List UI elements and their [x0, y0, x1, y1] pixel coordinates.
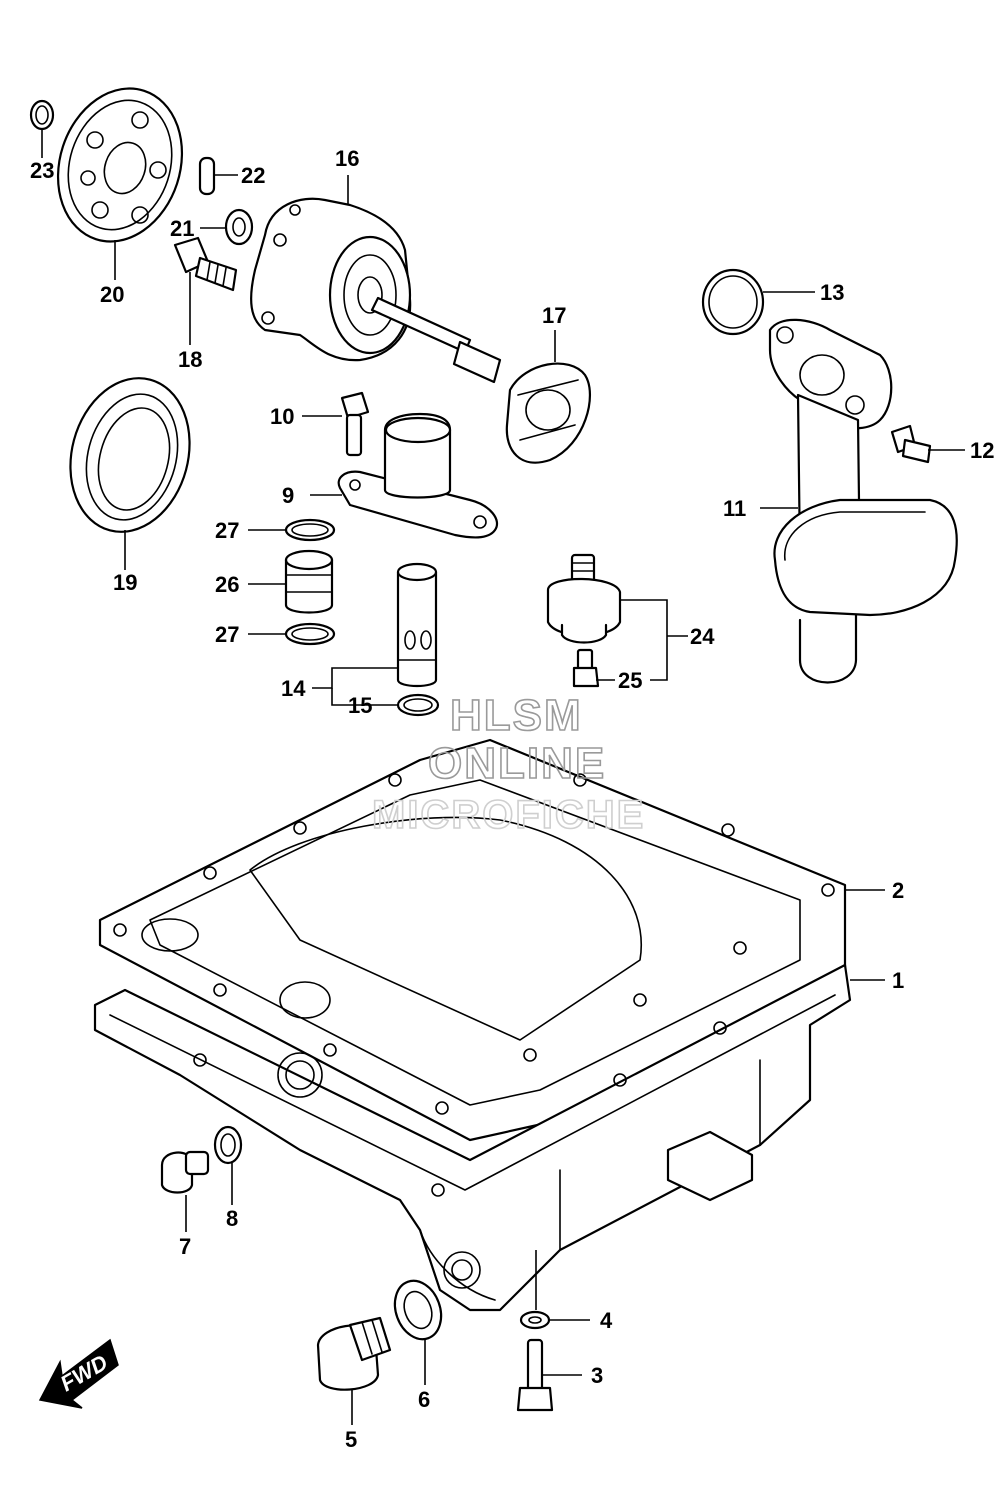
watermark-line-3: MICROFICHE	[372, 793, 645, 837]
callout-27-upper[interactable]: 27	[215, 518, 239, 543]
part-14-relief-valve[interactable]	[396, 562, 438, 688]
fwd-direction-arrow: FWD	[38, 1338, 119, 1409]
part-20-sprocket[interactable]	[39, 72, 201, 257]
part-6-gasket[interactable]	[387, 1274, 449, 1345]
callout-8[interactable]: 8	[226, 1206, 238, 1231]
callout-7[interactable]: 7	[179, 1234, 191, 1259]
part-12-bolt[interactable]	[890, 424, 932, 464]
part-18-bolt[interactable]	[173, 236, 238, 292]
callout-26[interactable]: 26	[215, 572, 239, 597]
callout-9[interactable]: 9	[282, 483, 294, 508]
part-23-circlip[interactable]	[29, 99, 55, 131]
part-10-bolt[interactable]	[340, 391, 370, 457]
part-27-o-ring-upper[interactable]	[284, 518, 336, 542]
watermark: HLSM ONLINE MICROFICHE	[371, 690, 645, 838]
callout-14[interactable]: 14	[281, 676, 306, 701]
part-27-o-ring-lower[interactable]	[284, 622, 336, 646]
part-5-drain-plug[interactable]	[316, 1316, 392, 1391]
callout-11[interactable]: 11	[723, 496, 746, 521]
part-19-ring-gear[interactable]	[54, 365, 206, 546]
part-16-oil-pump[interactable]	[250, 197, 502, 384]
callout-17[interactable]: 17	[542, 303, 566, 328]
callout-12[interactable]: 12	[970, 438, 994, 463]
callout-numbers: 23 20 22 21 18 16 17 13 12 11 10 9 19 27…	[30, 146, 994, 1452]
part-7-plug[interactable]	[160, 1150, 210, 1194]
part-4-washer[interactable]	[519, 1310, 551, 1330]
callout-22[interactable]: 22	[241, 163, 265, 188]
callout-20[interactable]: 20	[100, 282, 124, 307]
callout-23[interactable]: 23	[30, 158, 54, 183]
part-17-gasket[interactable]	[505, 362, 592, 464]
part-24-pressure-switch[interactable]	[546, 553, 622, 644]
part-22-pin[interactable]	[198, 156, 216, 196]
callout-1[interactable]: 1	[892, 968, 904, 993]
part-9-valve-housing[interactable]	[337, 412, 498, 539]
callout-18[interactable]: 18	[178, 347, 202, 372]
callout-5[interactable]: 5	[345, 1427, 357, 1452]
part-11-oil-strainer[interactable]	[768, 318, 958, 684]
callout-21[interactable]: 21	[170, 216, 194, 241]
callout-24[interactable]: 24	[690, 624, 715, 649]
leader-lines	[41, 129, 965, 1425]
part-15-o-ring[interactable]	[396, 693, 440, 717]
watermark-line-2: ONLINE	[428, 739, 606, 788]
part-3-bolt[interactable]	[516, 1338, 554, 1412]
part-25-screw[interactable]	[572, 648, 600, 688]
part-13-o-ring[interactable]	[701, 268, 765, 336]
callout-19[interactable]: 19	[113, 570, 137, 595]
part-26-collar[interactable]	[284, 549, 334, 614]
callout-10[interactable]: 10	[270, 404, 294, 429]
part-8-gasket[interactable]	[213, 1125, 243, 1165]
callout-4[interactable]: 4	[600, 1308, 613, 1333]
watermark-line-1: HLSM	[450, 691, 583, 740]
callout-2[interactable]: 2	[892, 878, 904, 903]
callout-3[interactable]: 3	[591, 1363, 603, 1388]
part-21-washer[interactable]	[224, 208, 254, 246]
callout-25[interactable]: 25	[618, 668, 642, 693]
callout-16[interactable]: 16	[335, 146, 359, 171]
callout-27-lower[interactable]: 27	[215, 622, 239, 647]
part-1-oil-pan[interactable]	[93, 963, 852, 1312]
callout-15[interactable]: 15	[348, 693, 372, 718]
callout-13[interactable]: 13	[820, 280, 844, 305]
callout-6[interactable]: 6	[418, 1387, 430, 1412]
